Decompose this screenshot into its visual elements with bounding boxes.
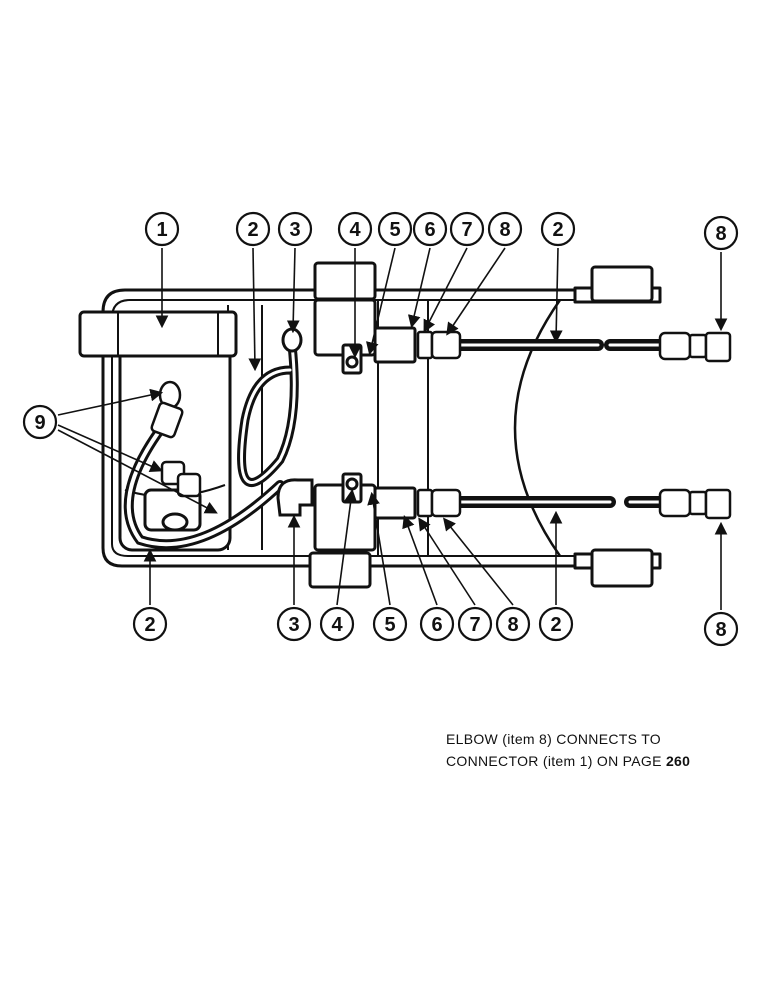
callout-top-4: 4 <box>337 211 373 247</box>
callout-bot-4: 4 <box>319 606 355 642</box>
callout-label: 4 <box>349 219 361 241</box>
callout-label: 1 <box>156 219 167 241</box>
callout-top-1: 1 <box>144 211 180 247</box>
callout-bot-6: 6 <box>419 606 455 642</box>
callout-label: 6 <box>424 219 435 241</box>
callout-top-3: 3 <box>277 211 313 247</box>
connection-note: ELBOW (item 8) CONNECTS TO CONNECTOR (it… <box>446 728 746 772</box>
callout-label: 8 <box>507 614 518 636</box>
callout-top-8r: 8 <box>703 215 739 251</box>
callouts: 1 2 3 4 5 6 7 8 2 8 9 2 3 4 5 6 7 8 2 8 <box>22 211 739 647</box>
callout-label: 8 <box>715 619 726 641</box>
callout-top-8: 8 <box>487 211 523 247</box>
note-line-1: ELBOW (item 8) CONNECTS TO <box>446 731 661 747</box>
callout-label: 4 <box>331 614 343 636</box>
callout-top-2a: 2 <box>235 211 271 247</box>
callout-top-2b: 2 <box>540 211 576 247</box>
callout-bot-8r: 8 <box>703 611 739 647</box>
callout-bot-2b: 2 <box>538 606 574 642</box>
callout-label: 6 <box>431 614 442 636</box>
callout-bot-5: 5 <box>372 606 408 642</box>
callout-label: 8 <box>499 219 510 241</box>
callout-label: 5 <box>389 219 400 241</box>
callout-bot-8: 8 <box>495 606 531 642</box>
note-line-2-text: CONNECTOR (item 1) ON PAGE <box>446 753 666 769</box>
note-page-number: 260 <box>665 753 691 769</box>
callout-bot-2a: 2 <box>132 606 168 642</box>
note-line-2: CONNECTOR (item 1) ON PAGE 260 <box>446 750 746 772</box>
hose-fittings <box>416 330 732 520</box>
callout-top-5: 5 <box>377 211 413 247</box>
callout-label: 8 <box>715 223 726 245</box>
callout-label: 2 <box>247 219 258 241</box>
reservoir-fittings <box>150 380 202 498</box>
callout-left-9: 9 <box>22 404 58 440</box>
callout-label: 7 <box>469 614 480 636</box>
callout-label: 3 <box>289 219 300 241</box>
callout-label: 3 <box>288 614 299 636</box>
hoses <box>123 339 666 550</box>
callout-top-6: 6 <box>412 211 448 247</box>
callout-bot-7: 7 <box>457 606 493 642</box>
frame <box>101 265 662 588</box>
callout-label: 5 <box>384 614 395 636</box>
callout-label: 2 <box>144 614 155 636</box>
callout-label: 2 <box>552 219 563 241</box>
leader-lines <box>57 247 728 610</box>
callout-label: 9 <box>34 412 45 434</box>
callout-bot-3: 3 <box>276 606 312 642</box>
callout-label: 2 <box>550 614 561 636</box>
callout-top-7: 7 <box>449 211 485 247</box>
callout-label: 7 <box>461 219 472 241</box>
